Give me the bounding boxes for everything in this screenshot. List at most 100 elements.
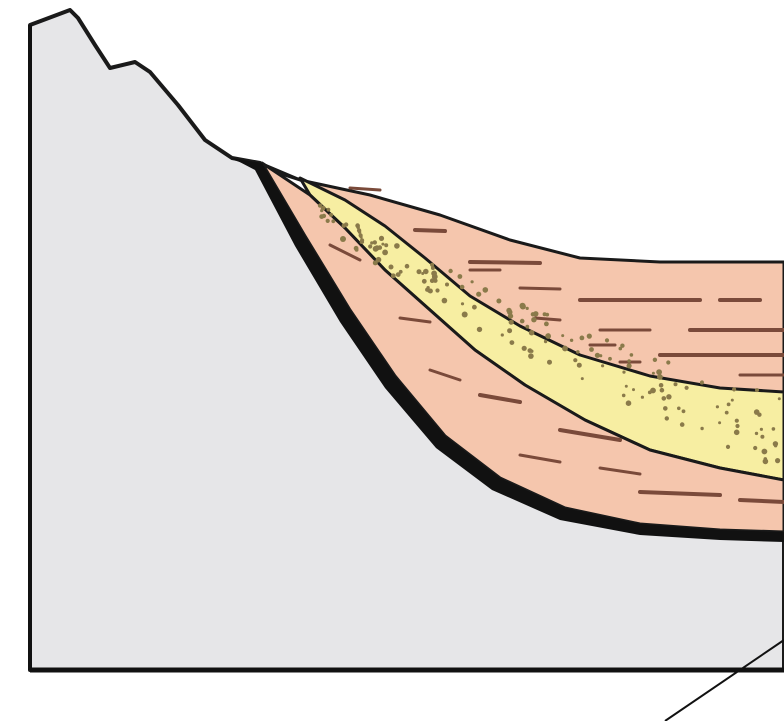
- sand-grain: [376, 257, 382, 263]
- sand-grain: [666, 394, 671, 399]
- sand-grain: [320, 209, 323, 212]
- sand-grain: [319, 214, 324, 219]
- sand-grain: [666, 360, 670, 364]
- sand-grain: [528, 353, 534, 359]
- sand-grain: [700, 381, 704, 385]
- sand-grain: [627, 359, 631, 363]
- sand-grain: [622, 394, 626, 398]
- sand-grain: [471, 280, 474, 283]
- sand-grain: [700, 427, 703, 430]
- sand-grain: [329, 213, 333, 217]
- sand-grain: [762, 449, 768, 455]
- sand-grain: [360, 235, 363, 238]
- sand-grain: [326, 219, 330, 223]
- sand-grain: [432, 274, 438, 280]
- sand-grain: [318, 203, 322, 207]
- sand-grain: [477, 327, 482, 332]
- sand-grain: [562, 346, 568, 352]
- sand-grain: [599, 354, 602, 357]
- sand-grain: [677, 407, 681, 411]
- sand-grain: [754, 409, 760, 415]
- sand-grain: [577, 363, 582, 368]
- clay-streak: [470, 262, 540, 263]
- sand-grain: [520, 319, 525, 324]
- sand-grain: [775, 458, 780, 463]
- sand-grain: [608, 357, 612, 361]
- sand-grain: [627, 363, 632, 368]
- sand-grain: [340, 236, 346, 242]
- sand-grain: [641, 396, 644, 399]
- sand-grain: [530, 350, 533, 353]
- clay-streak: [535, 318, 560, 320]
- sand-grain: [632, 388, 635, 391]
- sand-grain: [576, 350, 580, 354]
- sand-grain: [626, 400, 632, 406]
- sand-grain: [435, 288, 439, 292]
- sand-grain: [423, 269, 427, 273]
- sand-grain: [725, 411, 729, 415]
- sand-grain: [732, 387, 736, 391]
- sand-grain: [462, 312, 468, 318]
- sand-grain: [561, 334, 564, 337]
- sand-grain: [327, 208, 331, 212]
- sand-grain: [331, 219, 335, 223]
- sand-grain: [391, 273, 396, 278]
- sand-grain: [764, 457, 768, 461]
- sand-grain: [483, 287, 489, 293]
- sand-grain: [379, 236, 384, 241]
- sand-grain: [735, 424, 739, 428]
- sand-grain: [727, 403, 731, 407]
- sand-grain: [355, 248, 359, 252]
- sand-grain: [601, 364, 604, 367]
- sand-grain: [619, 347, 623, 351]
- sand-grain: [570, 339, 573, 342]
- sand-grain: [442, 298, 448, 304]
- sand-grain: [605, 338, 609, 342]
- sand-grain: [665, 416, 669, 420]
- sand-grain: [431, 266, 435, 270]
- sand-grain: [344, 222, 348, 226]
- sand-grain: [659, 383, 664, 388]
- sand-grain: [526, 307, 529, 310]
- sand-grain: [622, 371, 625, 374]
- sand-grain: [774, 444, 777, 447]
- sand-grain: [718, 421, 721, 424]
- sand-grain: [525, 325, 529, 329]
- sand-grain: [680, 422, 685, 427]
- sand-grain: [735, 419, 739, 423]
- sand-grain: [778, 397, 781, 400]
- sand-grain: [417, 269, 422, 274]
- sand-grain: [755, 432, 758, 435]
- sand-grain: [422, 279, 427, 284]
- sand-grain: [682, 409, 686, 413]
- sand-grain: [529, 330, 535, 336]
- sand-grain: [573, 358, 577, 362]
- sand-grain: [448, 269, 452, 273]
- sand-grain: [445, 283, 449, 287]
- sand-grain: [507, 328, 512, 333]
- clay-streak: [350, 188, 380, 190]
- sand-grain: [382, 250, 388, 256]
- sand-grain: [509, 320, 514, 325]
- clay-streak: [740, 500, 784, 502]
- sand-grain: [543, 312, 547, 316]
- clay-streak: [415, 230, 445, 231]
- sand-grain: [399, 270, 403, 274]
- sand-grain: [361, 241, 364, 244]
- sand-grain: [581, 377, 584, 380]
- sand-grain: [674, 382, 678, 386]
- sand-grain: [580, 336, 585, 341]
- sand-grain: [589, 347, 594, 352]
- sand-grain: [656, 369, 662, 375]
- sand-grain: [755, 388, 759, 392]
- sand-grain: [384, 243, 388, 247]
- sand-grain: [625, 385, 628, 388]
- sand-grain: [378, 245, 383, 250]
- sand-grain: [660, 388, 665, 393]
- sand-grain: [472, 305, 477, 310]
- sand-grain: [731, 399, 734, 402]
- sand-grain: [650, 388, 656, 394]
- sand-grain: [476, 292, 481, 297]
- sand-grain: [657, 374, 663, 380]
